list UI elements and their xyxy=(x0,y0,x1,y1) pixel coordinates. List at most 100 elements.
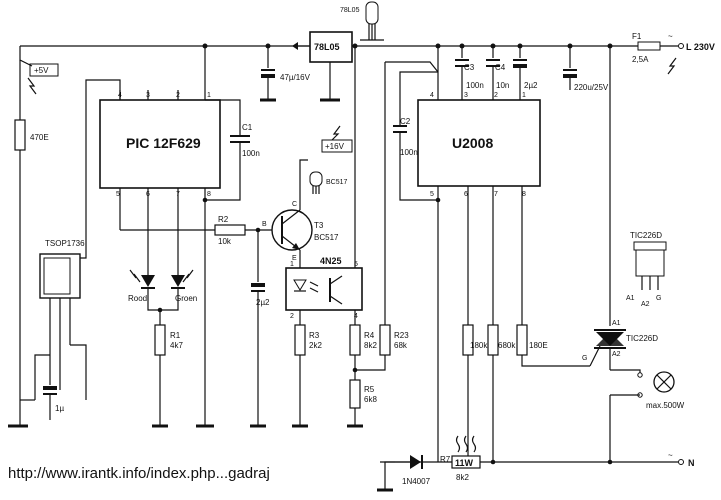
capacitor-2u2-u2008: 2µ2 xyxy=(513,59,538,100)
source-url: http://www.irantk.info/index.php...gadra… xyxy=(8,465,270,482)
c2u2a-label: 2µ2 xyxy=(256,298,270,307)
r4-val: 8k2 xyxy=(364,341,377,350)
t3-type: BC517 xyxy=(314,233,339,242)
resistor-180e: 180E xyxy=(516,324,590,367)
svg-text:6: 6 xyxy=(464,191,468,198)
led-green-label: Groen xyxy=(175,294,197,303)
r5-val: 6k8 xyxy=(364,395,377,404)
pic-12f629: PIC 12F629 4 3 2 1 5 6 7 8 xyxy=(99,46,221,426)
r1-name: R1 xyxy=(170,331,181,340)
bc517-pkg-label: BC517 xyxy=(326,179,348,186)
c3-name: C3 xyxy=(464,63,475,72)
led-red-label: Rood xyxy=(128,294,147,303)
c4-val: 10n xyxy=(496,81,509,90)
svg-text:C: C xyxy=(292,201,297,208)
resistor-r23: R23 68k xyxy=(355,61,439,371)
svg-text:3: 3 xyxy=(146,92,150,99)
plus5v-text: +5V xyxy=(34,66,49,75)
capacitor-c1: C1 100n xyxy=(205,99,260,201)
r7-name: R7 xyxy=(440,455,451,464)
plus16v-text: +16V xyxy=(325,142,345,151)
r23-name: R23 xyxy=(394,331,409,340)
svg-text:A2: A2 xyxy=(612,351,621,358)
svg-text:G: G xyxy=(656,295,661,302)
c4-name: C4 xyxy=(495,63,506,72)
c220u-label: 220u/25V xyxy=(574,83,609,92)
svg-text:5: 5 xyxy=(354,261,358,268)
plus5v-label: +5V xyxy=(19,46,59,95)
triac-package-icon: TIC226D A1 A2 G xyxy=(626,231,667,308)
svg-text:2: 2 xyxy=(176,92,180,99)
resistor-680k: 680k xyxy=(487,324,516,465)
r470-label: 470E xyxy=(30,133,49,142)
load-lamp: max.500W xyxy=(607,371,685,465)
fuse-val: 2,5A xyxy=(632,55,649,64)
svg-text:A1: A1 xyxy=(626,295,635,302)
pic-label: PIC 12F629 xyxy=(126,135,201,151)
c2-val: 100n xyxy=(400,148,418,157)
triac-tic226d: A1 A2 G TIC226D xyxy=(582,46,658,375)
svg-text:3: 3 xyxy=(464,92,468,99)
svg-text:A1: A1 xyxy=(612,320,621,327)
r470-branch: 470E xyxy=(14,60,49,400)
triac-pkg-label: TIC226D xyxy=(630,231,662,240)
resistor-r3: R3 2k2 xyxy=(292,324,322,428)
svg-text:8: 8 xyxy=(522,191,526,198)
svg-text:2: 2 xyxy=(494,92,498,99)
plus16v-label: +16V xyxy=(321,125,353,153)
svg-text:5: 5 xyxy=(430,191,434,198)
svg-text:4: 4 xyxy=(354,313,358,320)
78l05-package-icon: 78L05 xyxy=(340,1,384,41)
c1-name: C1 xyxy=(242,123,253,132)
neutral-label: N xyxy=(688,458,695,468)
optocoupler-4n25: 4N25 1 5 2 4 xyxy=(285,256,363,325)
regulator-78l05: 78L05 xyxy=(292,31,353,102)
r3-val: 2k2 xyxy=(309,341,322,350)
svg-text:7: 7 xyxy=(494,191,498,198)
capacitor-2u2-base: 2µ2 xyxy=(250,230,270,428)
capacitor-220u: 220u/25V xyxy=(563,46,609,92)
c-1u: 1µ xyxy=(43,355,64,420)
svg-text:8: 8 xyxy=(207,191,211,198)
resistor-180k: 180k xyxy=(462,324,488,465)
r1-val: 4k7 xyxy=(170,341,183,350)
r4-name: R4 xyxy=(364,331,375,340)
transistor-t3: C E T3 BC517 xyxy=(271,200,339,265)
resistor-r4: R4 8k2 xyxy=(349,324,377,380)
svg-text:4: 4 xyxy=(430,92,434,99)
c1u-label: 1µ xyxy=(55,404,64,413)
resistor-r7: 11W R7 8k2 xyxy=(440,435,481,482)
load-label: max.500W xyxy=(646,401,685,410)
svg-text:~: ~ xyxy=(668,451,673,460)
r7-power: 11W xyxy=(455,458,474,468)
u2008-label: U2008 xyxy=(452,135,493,151)
r2-name: R2 xyxy=(218,215,229,224)
tsop-label: TSOP1736 xyxy=(45,239,85,248)
r3-name: R3 xyxy=(309,331,320,340)
opto-label: 4N25 xyxy=(320,256,342,266)
led-red: Rood xyxy=(128,269,155,303)
resistor-r5: R5 6k8 xyxy=(347,379,377,428)
diode-1n4007: 1N4007 xyxy=(377,455,431,492)
bc517-package-icon: BC517 xyxy=(309,171,348,194)
c2u2b-label: 2µ2 xyxy=(524,81,538,90)
fuse-f1: F1 2,5A ~ L 230V xyxy=(632,32,715,75)
diode-label: 1N4007 xyxy=(402,477,431,486)
svg-text:1: 1 xyxy=(207,92,211,99)
capacitor-c2: C2 100n xyxy=(393,71,441,203)
r5-name: R5 xyxy=(364,385,375,394)
c47u-label: 47µ/16V xyxy=(280,73,311,82)
c1-val: 100n xyxy=(242,149,260,158)
fuse-name: F1 xyxy=(632,32,642,41)
c3-val: 100n xyxy=(466,81,484,90)
t3-name: T3 xyxy=(314,221,324,230)
reg-label: 78L05 xyxy=(314,42,340,52)
capacitor-47u: 47µ/16V xyxy=(260,46,311,102)
r7-val: 8k2 xyxy=(456,473,469,482)
svg-text:1: 1 xyxy=(290,261,294,268)
resistor-r2: R2 10k B xyxy=(120,215,280,246)
triac-name: TIC226D xyxy=(626,334,658,343)
r680k-label: 680k xyxy=(498,341,516,350)
svg-text:2: 2 xyxy=(290,313,294,320)
